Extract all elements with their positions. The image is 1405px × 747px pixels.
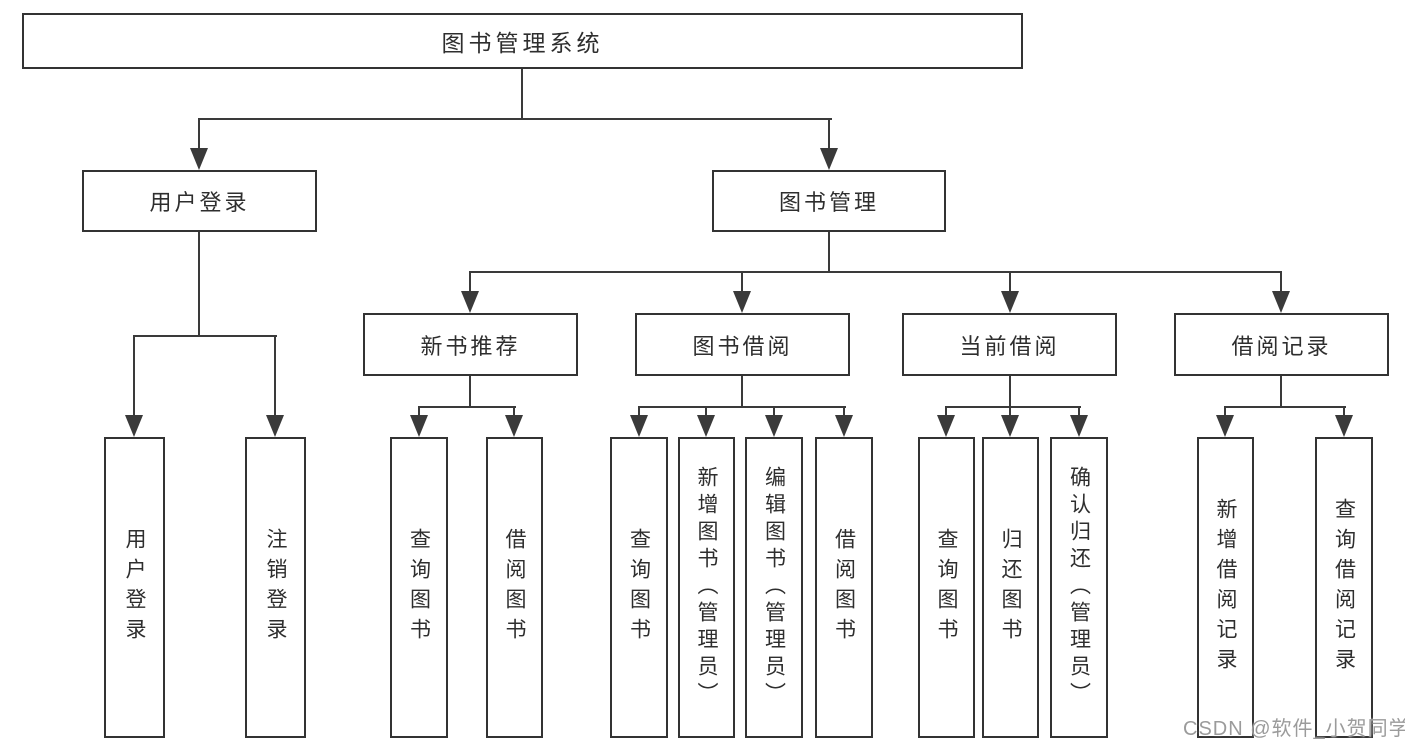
- arrowhead-down-icon: [835, 415, 853, 437]
- connector-hline: [469, 271, 1282, 273]
- arrowhead-down-icon: [1001, 291, 1019, 313]
- connector-hline: [198, 118, 832, 120]
- leaf-br-query-record-label: 查询借阅记录: [1332, 497, 1356, 678]
- leaf-rec-borrow-book-box: 借阅图书: [486, 437, 543, 738]
- leaf-logout-box: 注销登录: [245, 437, 306, 738]
- connector-vline: [521, 69, 523, 118]
- leaf-rec-query-book-label: 查询图书: [407, 527, 431, 648]
- arrowhead-down-icon: [1001, 415, 1019, 437]
- connector-hline: [418, 406, 516, 408]
- node-borrow-records-label: 借阅记录: [1231, 333, 1332, 359]
- node-root-box: 图书管理系统: [22, 13, 1023, 69]
- leaf-rec-borrow-book-label: 借阅图书: [503, 527, 526, 648]
- arrowhead-down-icon: [410, 415, 428, 437]
- arrowhead-down-icon: [820, 148, 838, 170]
- arrowhead-down-icon: [1272, 291, 1290, 313]
- connector-vline: [513, 406, 515, 417]
- arrowhead-down-icon: [461, 291, 479, 313]
- node-book-borrow-box: 图书借阅: [635, 313, 850, 376]
- node-current-borrow-label: 当前借阅: [959, 333, 1060, 359]
- arrowhead-down-icon: [733, 291, 751, 313]
- node-new-book-rec-label: 新书推荐: [420, 333, 521, 359]
- arrowhead-down-icon: [266, 415, 284, 437]
- leaf-br-add-record-box: 新增借阅记录: [1197, 437, 1254, 738]
- leaf-cb-confirm-return-label: 确认归还（管理员）: [1067, 466, 1091, 709]
- leaf-cb-confirm-return-box: 确认归还（管理员）: [1050, 437, 1108, 738]
- leaf-br-query-record-box: 查询借阅记录: [1315, 437, 1373, 738]
- connector-vline: [945, 406, 947, 417]
- connector-vline: [1224, 406, 1226, 417]
- node-borrow-records-box: 借阅记录: [1174, 313, 1389, 376]
- node-book-mgmt-label: 图书管理: [778, 190, 879, 215]
- arrowhead-down-icon: [765, 415, 783, 437]
- arrowhead-down-icon: [125, 415, 143, 437]
- arrowhead-down-icon: [1216, 415, 1234, 437]
- node-book-mgmt-box: 图书管理: [712, 170, 946, 232]
- csdn-watermark: CSDN @软件_小贺同学: [1183, 718, 1405, 740]
- leaf-bb-borrow-book-label: 借阅图书: [832, 527, 856, 648]
- arrowhead-down-icon: [505, 415, 523, 437]
- connector-vline: [773, 406, 775, 417]
- connector-vline: [133, 335, 135, 417]
- leaf-cb-query-book-box: 查询图书: [918, 437, 975, 738]
- arrowhead-down-icon: [697, 415, 715, 437]
- connector-vline: [469, 271, 471, 293]
- connector-vline: [741, 271, 743, 293]
- connector-vline: [274, 335, 276, 417]
- connector-vline: [1009, 376, 1011, 408]
- leaf-bb-query-book-box: 查询图书: [610, 437, 668, 738]
- arrowhead-down-icon: [1070, 415, 1088, 437]
- connector-vline: [1078, 406, 1080, 417]
- leaf-bb-add-book-label: 新增图书（管理员）: [695, 466, 718, 709]
- leaf-bb-edit-book-box: 编辑图书（管理员）: [745, 437, 803, 738]
- arrowhead-down-icon: [190, 148, 208, 170]
- connector-vline: [198, 232, 200, 337]
- connector-vline: [1343, 406, 1345, 417]
- node-book-borrow-label: 图书借阅: [692, 333, 793, 359]
- connector-vline: [1280, 271, 1282, 293]
- leaf-logout-label: 注销登录: [264, 527, 287, 648]
- connector-vline: [638, 406, 640, 417]
- arrowhead-down-icon: [1335, 415, 1353, 437]
- connector-hline: [638, 406, 846, 408]
- leaf-rec-query-book-box: 查询图书: [390, 437, 448, 738]
- connector-vline: [1280, 376, 1282, 408]
- connector-vline: [828, 118, 830, 150]
- leaf-bb-borrow-book-box: 借阅图书: [815, 437, 873, 738]
- node-current-borrow-box: 当前借阅: [902, 313, 1117, 376]
- connector-vline: [843, 406, 845, 417]
- arrowhead-down-icon: [630, 415, 648, 437]
- connector-vline: [741, 376, 743, 408]
- leaf-user-login-box: 用户登录: [104, 437, 165, 738]
- leaf-bb-query-book-label: 查询图书: [627, 527, 651, 648]
- connector-vline: [1009, 271, 1011, 293]
- node-new-book-rec-box: 新书推荐: [363, 313, 578, 376]
- connector-vline: [1009, 406, 1011, 417]
- leaf-br-add-record-label: 新增借阅记录: [1214, 497, 1237, 678]
- leaf-user-login-label: 用户登录: [123, 527, 146, 648]
- leaf-bb-add-book-box: 新增图书（管理员）: [678, 437, 735, 738]
- leaf-bb-edit-book-label: 编辑图书（管理员）: [762, 466, 786, 709]
- connector-vline: [469, 376, 471, 408]
- connector-hline: [133, 335, 277, 337]
- node-user-login-box: 用户登录: [82, 170, 317, 232]
- node-user-login-label: 用户登录: [149, 190, 250, 215]
- connector-hline: [1224, 406, 1346, 408]
- arrowhead-down-icon: [937, 415, 955, 437]
- connector-vline: [828, 232, 830, 273]
- node-root-label: 图书管理系统: [441, 30, 604, 56]
- leaf-cb-query-book-label: 查询图书: [935, 527, 958, 648]
- connector-vline: [418, 406, 420, 417]
- connector-hline: [945, 406, 1081, 408]
- leaf-cb-return-book-box: 归还图书: [982, 437, 1039, 738]
- leaf-cb-return-book-label: 归还图书: [999, 527, 1022, 648]
- connector-vline: [198, 118, 200, 150]
- connector-vline: [705, 406, 707, 417]
